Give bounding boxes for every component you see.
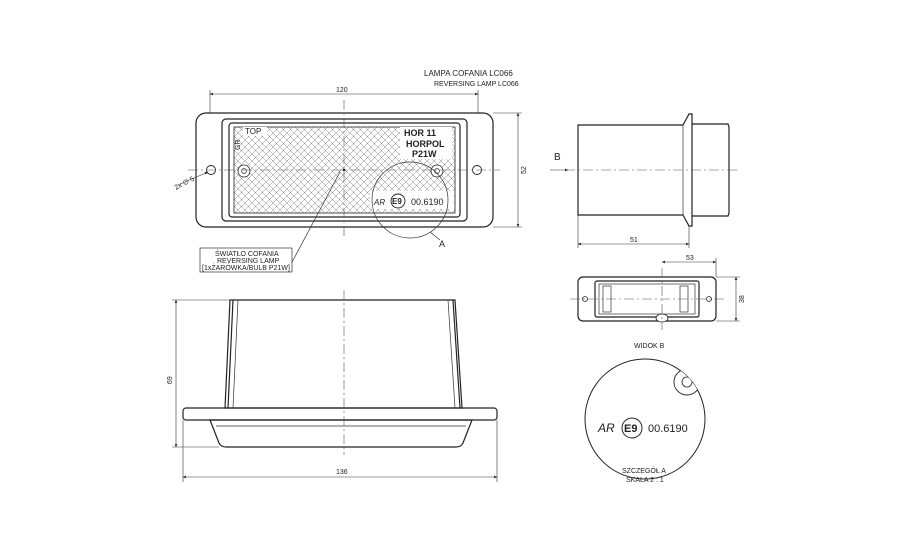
side-body-outline bbox=[577, 113, 693, 227]
bulb-marking: P21W bbox=[412, 149, 437, 159]
dim-69-value: 69 bbox=[167, 376, 174, 384]
widok-b-caption: WIDOK B bbox=[634, 343, 665, 350]
detail-caption-line-1: SZCZEGÓŁ A bbox=[622, 466, 666, 475]
elevation-flange bbox=[182, 407, 498, 421]
hole-dimension: 2x ∅ 5 bbox=[174, 176, 196, 192]
dim-136-value: 136 bbox=[336, 469, 348, 476]
elevation-body-sides bbox=[227, 299, 461, 409]
elevation-view: 69 136 bbox=[167, 290, 498, 482]
detail-approval-number: 00.6190 bbox=[648, 423, 688, 435]
drawing-title: LAMPA COFANIA LC066 REVERSING LAMP LC066 bbox=[424, 69, 519, 88]
manufacturer-mark: HORPOL bbox=[406, 139, 445, 149]
e-mark: E9 bbox=[392, 197, 402, 206]
elevation-body-inner-left bbox=[232, 299, 239, 409]
dim-51-value: 51 bbox=[630, 237, 638, 244]
detail-ar-mark: AR bbox=[597, 421, 615, 435]
view-b-label: B bbox=[554, 152, 561, 163]
detail-a-circle bbox=[371, 161, 449, 239]
hole-leader bbox=[177, 171, 209, 186]
dim-38-value: 38 bbox=[739, 295, 746, 303]
front-view: TOP GR HOR 11 HORPOL P21W AR E9 00.6190 … bbox=[174, 87, 528, 249]
lens-screw-right-inner bbox=[434, 168, 440, 174]
detail-a-label: A bbox=[439, 239, 445, 249]
elevation-body-outline bbox=[224, 299, 463, 409]
detail-a-leader bbox=[429, 231, 441, 241]
dim-53-value: 53 bbox=[686, 255, 694, 262]
lamp-callout: ŚWIATŁO COFANIA REVERSING LAMP [1xŻARÓWK… bbox=[199, 171, 341, 273]
detail-caption-line-2: SKALA 2 : 1 bbox=[626, 477, 664, 484]
detail-screw-inner bbox=[681, 376, 693, 388]
title-line-1: LAMPA COFANIA LC066 bbox=[424, 69, 513, 78]
dim-52-value: 52 bbox=[521, 166, 528, 174]
approval-bg bbox=[370, 191, 454, 209]
center-dot bbox=[342, 168, 346, 172]
title-line-2: REVERSING LAMP LC066 bbox=[434, 81, 519, 88]
ar-mark: AR bbox=[373, 198, 385, 207]
bottom-body-inner bbox=[598, 283, 696, 315]
callout-line-2: REVERSING LAMP bbox=[217, 258, 280, 265]
callout-leader bbox=[289, 171, 341, 267]
dim-120-value: 120 bbox=[336, 87, 348, 94]
elevation-lens-outline bbox=[209, 419, 473, 448]
gr-mark: GR bbox=[235, 140, 242, 151]
bottom-view: 53 38 WIDOK B bbox=[570, 255, 746, 350]
callout-box bbox=[199, 247, 293, 273]
detail-a-boundary bbox=[584, 358, 706, 480]
callout-line-1: ŚWIATŁO COFANIA bbox=[215, 249, 279, 258]
lens-screw-left-inner bbox=[241, 168, 247, 174]
side-view: B 51 bbox=[550, 113, 740, 248]
callout-line-3: [1xŻARÓWKA/BULB P21W] bbox=[202, 263, 290, 272]
detail-e-mark: E9 bbox=[624, 423, 637, 435]
detail-e-mark-circle bbox=[621, 417, 643, 439]
approval-number: 00.6190 bbox=[411, 197, 444, 207]
top-mark: TOP bbox=[245, 127, 261, 136]
elevation-body-inner-right bbox=[447, 299, 456, 409]
top-mark-bg bbox=[243, 127, 267, 136]
homologation-code: HOR 11 bbox=[404, 128, 436, 138]
detail-a-view: AR E9 00.6190 SZCZEGÓŁ A SKALA 2 : 1 bbox=[584, 358, 706, 484]
e-mark-circle bbox=[390, 193, 406, 209]
stamp-bg bbox=[400, 127, 452, 159]
